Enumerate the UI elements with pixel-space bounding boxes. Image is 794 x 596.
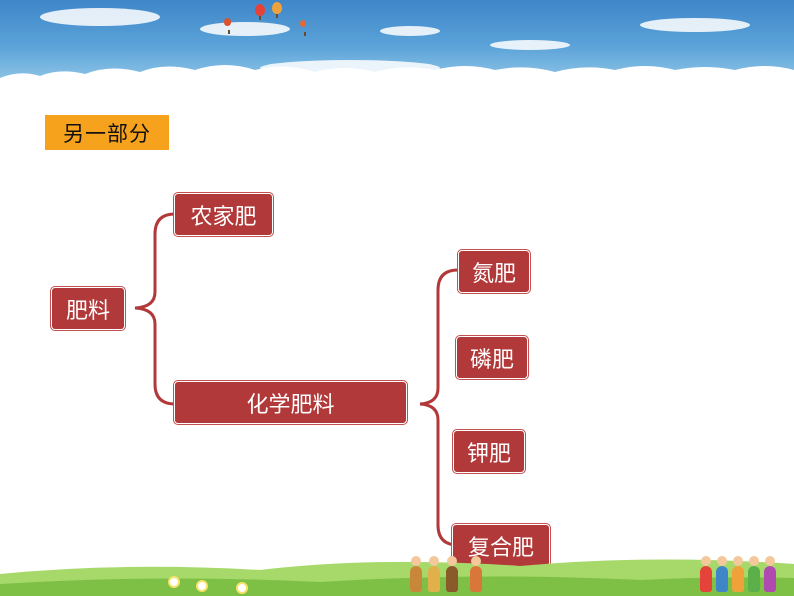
animal-figure-icon	[446, 556, 458, 592]
cloud	[490, 40, 570, 50]
node-compound-fertilizer: 复合肥	[452, 524, 550, 567]
animal-figure-icon	[410, 556, 422, 592]
section-title: 另一部分	[45, 115, 169, 150]
chemical-bracket	[419, 268, 460, 547]
balloon-icon	[255, 4, 265, 20]
sky-banner	[0, 0, 794, 100]
flower-icon	[196, 580, 208, 592]
cloud	[640, 18, 750, 32]
cloud	[200, 22, 290, 36]
animal-figure-icon	[428, 556, 440, 592]
balloon-icon	[300, 20, 306, 36]
meadow-footer	[0, 526, 794, 596]
kid-figure-icon	[748, 556, 760, 592]
sky-edge	[0, 65, 794, 100]
animal-figure-icon	[470, 556, 482, 592]
node-farmyard-manure: 农家肥	[174, 193, 273, 236]
node-nitrogen-fertilizer: 氮肥	[458, 250, 530, 293]
balloon-icon	[224, 18, 231, 34]
root-bracket	[134, 212, 177, 406]
node-phosphate-fertilizer: 磷肥	[456, 336, 528, 379]
cloud	[380, 26, 440, 36]
flower-icon	[236, 582, 248, 594]
kid-figure-icon	[732, 556, 744, 592]
kid-figure-icon	[716, 556, 728, 592]
flower-icon	[168, 576, 180, 588]
kid-figure-icon	[764, 556, 776, 592]
node-chemical-fertilizer: 化学肥料	[174, 381, 407, 424]
kid-figure-icon	[700, 556, 712, 592]
node-potash-fertilizer: 钾肥	[453, 430, 525, 473]
cloud	[40, 8, 160, 26]
balloon-icon	[272, 2, 282, 18]
node-fertilizer: 肥料	[51, 287, 125, 330]
grass-hills	[0, 559, 794, 596]
